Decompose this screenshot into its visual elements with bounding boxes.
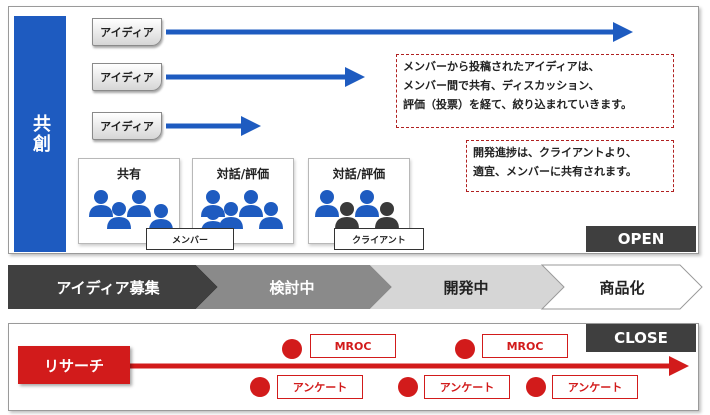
dialogue-group-members: 対話/評価: [192, 158, 294, 244]
phase-label-development: 開発中: [443, 278, 489, 297]
research-label: リサーチ: [18, 346, 130, 384]
group-title: 対話/評価: [332, 167, 386, 181]
people-icon: [315, 190, 399, 229]
phase-label-idea-recruit: アイディア募集: [56, 278, 160, 297]
progress-note: 開発進捗は、クライアントより、 適宜、メンバーに共有されます。: [466, 140, 674, 192]
mroc-label: MROC: [310, 334, 396, 358]
group-title: 対話/評価: [216, 167, 270, 181]
survey-label: アンケート: [552, 375, 638, 399]
open-badge: OPEN: [586, 226, 696, 252]
survey-dot: [250, 377, 270, 397]
idea-flow-note: メンバーから投稿されたアイディアは、 メンバー間で共有、ディスカッション、 評価…: [396, 54, 674, 128]
phase-chevron-2: [196, 265, 392, 309]
phase-chevron-4: [540, 264, 703, 310]
phase-label-review: 検討中: [269, 278, 315, 297]
note-line: メンバーから投稿されたアイディアは、: [403, 60, 600, 73]
group-title: 共有: [116, 167, 141, 181]
note-line: メンバー間で共有、ディスカッション、: [403, 79, 600, 92]
note-line: 評価（投票）を経て、絞り込まれていきます。: [403, 98, 633, 111]
mroc-label: MROC: [482, 334, 568, 358]
member-label: メンバー: [146, 228, 234, 250]
idea-tag: アイディア: [92, 112, 162, 140]
mroc-dot: [455, 339, 475, 359]
survey-dot: [526, 377, 546, 397]
note-line: 適宜、メンバーに共有されます。: [473, 165, 637, 178]
client-label: クライアント: [334, 228, 424, 250]
survey-label: アンケート: [424, 375, 510, 399]
phase-label-productization: 商品化: [599, 278, 645, 297]
collaboration-label: 共創: [14, 16, 66, 252]
people-icon: [201, 190, 283, 233]
close-badge: CLOSE: [586, 324, 696, 352]
survey-label: アンケート: [277, 375, 363, 399]
note-line: 開発進捗は、クライアントより、: [473, 146, 637, 159]
phase-chevron-1: [8, 265, 218, 309]
idea-tag: アイディア: [92, 18, 162, 46]
mroc-dot: [282, 339, 302, 359]
idea-tag: アイディア: [92, 63, 162, 91]
phase-chevron-3: [370, 265, 564, 309]
survey-dot: [398, 377, 418, 397]
